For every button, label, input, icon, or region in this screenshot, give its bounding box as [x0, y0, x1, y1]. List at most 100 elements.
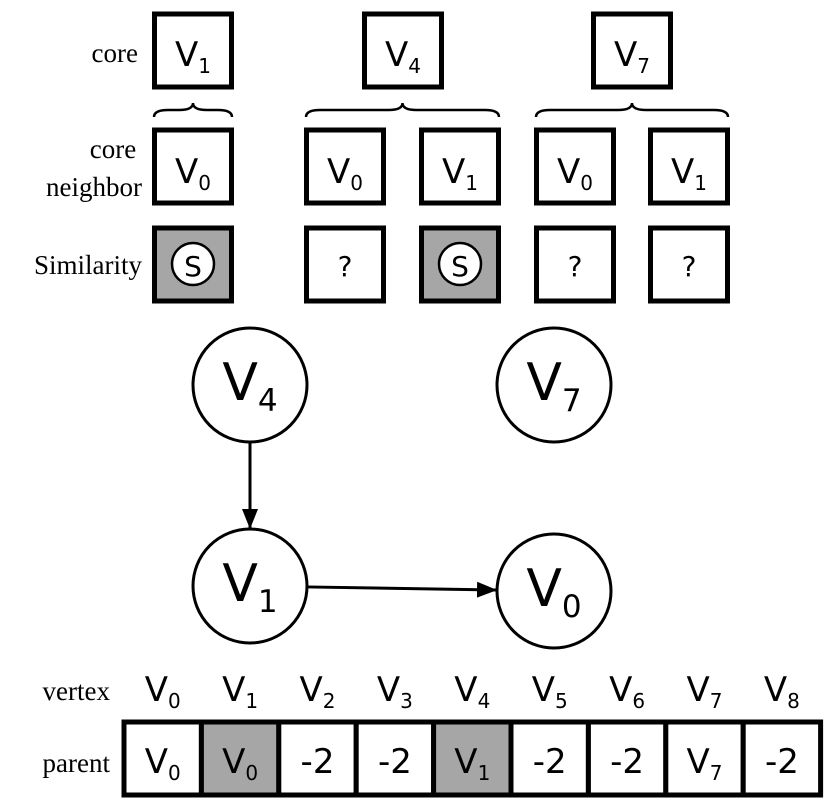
parent-row-label: parent — [43, 748, 111, 778]
core-box-1 — [362, 11, 444, 90]
neighbor-label-2-0: V0 — [557, 152, 593, 195]
vertex-label-7: V7 — [687, 670, 723, 713]
graph-node-label-v4-base: V — [222, 353, 258, 413]
neighbor-label-1-0-base: V — [327, 152, 350, 192]
vertex-label-5-base: V — [532, 670, 555, 710]
parent-value-1-base: V — [222, 742, 245, 782]
parent-value-6: -2 — [610, 742, 644, 782]
vertex-label-0-subscript: 0 — [168, 689, 181, 713]
neighbor-label-0-0: V0 — [175, 152, 211, 195]
neighbor-label-0-0-subscript: 0 — [198, 171, 211, 195]
core-label-2-subscript: 7 — [637, 54, 650, 78]
neighbor-label-2-0-base: V — [557, 152, 580, 192]
neighbor-label-1-1: V1 — [442, 152, 478, 195]
similarity-value-1-0: ? — [338, 250, 353, 283]
parent-cell-1 — [198, 719, 282, 798]
graph-node-v4 — [191, 326, 309, 444]
similarity-box-2-1 — [648, 225, 730, 304]
parent-cell-5 — [508, 719, 591, 798]
vertex-label-3-subscript: 3 — [400, 689, 413, 713]
core-label-2-base: V — [614, 35, 637, 75]
parent-value-4: V1 — [454, 742, 490, 785]
neighbor-box-1-1 — [419, 127, 501, 206]
graph-node-label-v0-base: V — [526, 559, 562, 619]
parent-cell-2 — [276, 719, 359, 798]
parent-cell-0 — [121, 719, 204, 798]
parent-value-0-subscript: 0 — [168, 761, 181, 785]
neighbor-label-2-0-subscript: 0 — [580, 171, 593, 195]
parent-cell-6 — [585, 719, 669, 798]
neighbor-box-2-1 — [648, 127, 730, 206]
graph-node-label-v4: V4 — [222, 353, 277, 419]
neighbor-label-1-1-base: V — [442, 152, 465, 192]
core-label-0-subscript: 1 — [198, 54, 211, 78]
parent-value-4-base: V — [454, 742, 477, 782]
parent-value-5-base: -2 — [533, 742, 567, 782]
graph-node-label-v0-subscript: 0 — [562, 589, 582, 625]
core-row-label: core — [92, 38, 138, 68]
graph-node-label-v7-base: V — [526, 353, 562, 413]
neighbor-box-0-0 — [152, 127, 234, 206]
neighbor-label-0-0-base: V — [175, 152, 198, 192]
vertex-label-8: V8 — [764, 670, 800, 713]
similarity-value-1-1: S — [451, 250, 469, 283]
parent-value-1-subscript: 0 — [245, 761, 258, 785]
vertex-label-1: V1 — [222, 670, 258, 713]
vertex-label-1-base: V — [222, 670, 245, 710]
neighbor-label-1-1-subscript: 1 — [465, 171, 478, 195]
neighbor-label-2-1-subscript: 1 — [694, 171, 707, 195]
similarity-value-0-0: S — [184, 250, 202, 283]
parent-value-2-base: -2 — [301, 742, 335, 782]
parent-value-0: V0 — [145, 742, 181, 785]
parent-value-1: V0 — [222, 742, 258, 785]
vertex-label-2: V2 — [300, 670, 336, 713]
vertex-label-4-subscript: 4 — [478, 689, 491, 713]
parent-value-2: -2 — [301, 742, 335, 782]
vertex-label-8-subscript: 8 — [787, 689, 800, 713]
parent-value-3: -2 — [378, 742, 412, 782]
vertex-label-7-subscript: 7 — [710, 689, 723, 713]
core-label-0: V1 — [175, 35, 211, 78]
neighbor-box-1-0 — [304, 127, 386, 206]
neighbor-box-2-0 — [534, 127, 616, 206]
neighbor-label-1-0-subscript: 0 — [350, 171, 363, 195]
core-box-0 — [152, 11, 234, 90]
vertex-label-1-subscript: 1 — [245, 689, 258, 713]
graph-node-label-v4-subscript: 4 — [258, 383, 278, 419]
similarity-row-label: Similarity — [34, 250, 143, 280]
core-label-2: V7 — [614, 35, 650, 78]
core-box-2 — [591, 11, 673, 90]
core-label-1-subscript: 4 — [408, 54, 421, 78]
parent-value-8: -2 — [765, 742, 799, 782]
parent-value-4-subscript: 1 — [478, 761, 491, 785]
vertex-label-4-base: V — [454, 670, 477, 710]
vertex-label-4: V4 — [454, 670, 490, 713]
core-neighbor-row-label-line1: core — [90, 134, 136, 164]
vertex-label-3: V3 — [377, 670, 413, 713]
graph-node-label-v1: V1 — [222, 554, 277, 620]
parent-cell-4 — [431, 719, 514, 798]
parent-value-8-base: -2 — [765, 742, 799, 782]
similarity-value-2-1: ? — [682, 250, 697, 283]
vertex-row-label: vertex — [43, 676, 111, 706]
edge-v1-to-v0 — [306, 581, 498, 598]
vertex-label-6-base: V — [609, 670, 632, 710]
similar-marker-0-0 — [170, 241, 216, 287]
core-label-0-base: V — [175, 35, 198, 75]
graph-node-v7 — [495, 326, 613, 444]
core-brace-1 — [304, 102, 501, 118]
parent-value-6-base: -2 — [610, 742, 644, 782]
vertex-label-2-base: V — [300, 670, 323, 710]
vertex-label-8-base: V — [764, 670, 787, 710]
core-label-1-base: V — [385, 35, 408, 75]
vertex-label-3-base: V — [377, 670, 400, 710]
graph-node-v1 — [191, 527, 309, 645]
vertex-label-5: V5 — [532, 670, 568, 713]
graph-node-label-v7-subscript: 7 — [562, 383, 582, 419]
vertex-label-7-base: V — [687, 670, 710, 710]
vertex-label-6: V6 — [609, 670, 645, 713]
core-neighbor-row-label-line2: neighbor — [46, 172, 142, 202]
graph-node-label-v1-base: V — [222, 554, 258, 614]
neighbor-label-2-1: V1 — [671, 152, 707, 195]
neighbor-label-2-1-base: V — [671, 152, 694, 192]
